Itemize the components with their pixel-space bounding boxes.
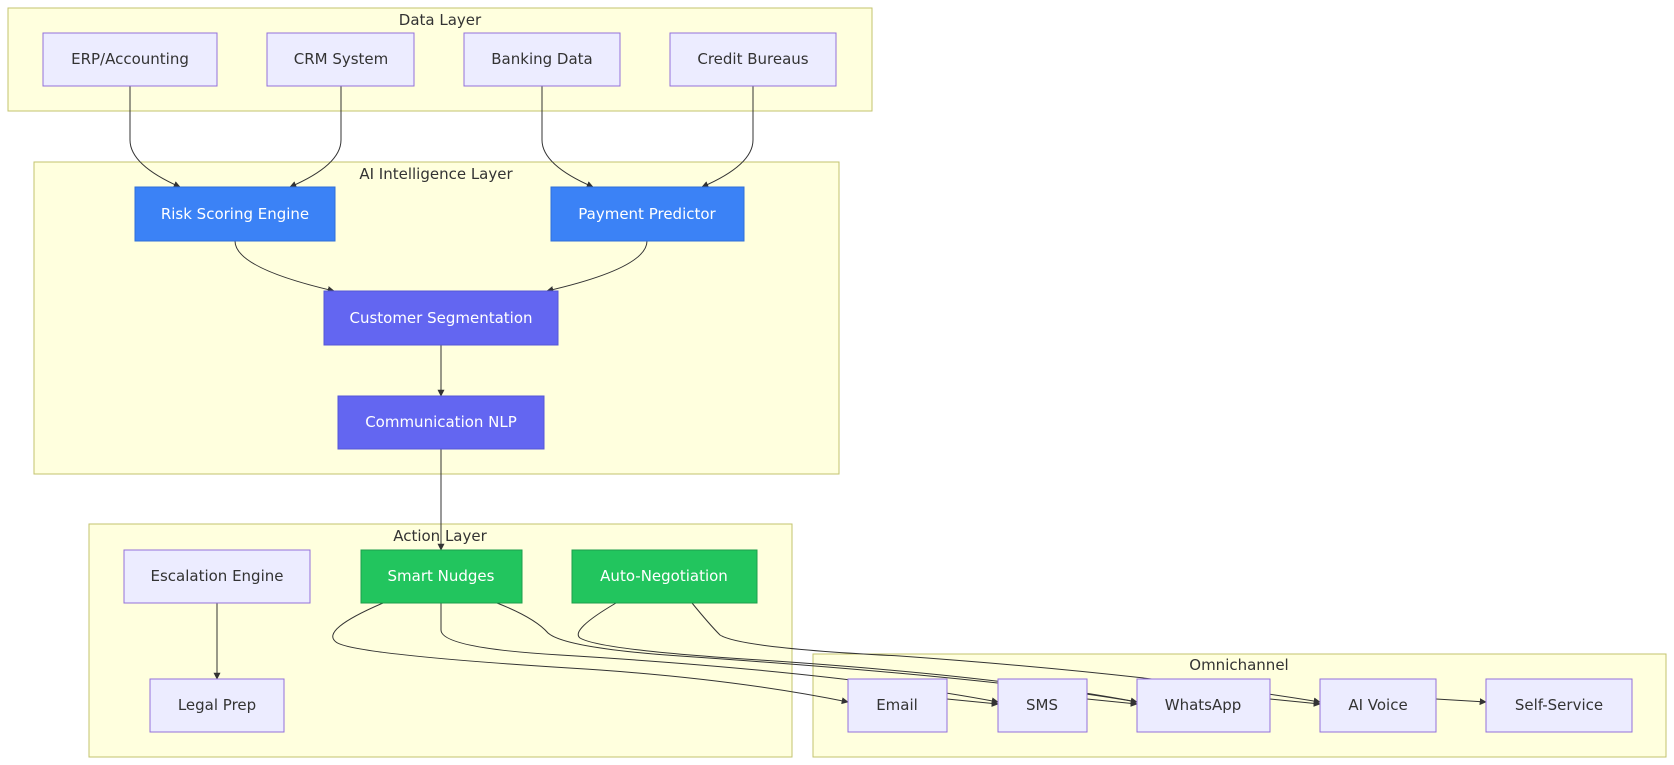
- node-escalation-engine[interactable]: Escalation Engine: [123, 549, 311, 604]
- node-customer-segmentation-label: Customer Segmentation: [349, 309, 532, 327]
- node-banking-data-label: Banking Data: [491, 50, 592, 68]
- node-legal-prep-label: Legal Prep: [178, 696, 256, 714]
- edge-banking-to-payment: [541, 86, 594, 188]
- node-customer-segmentation[interactable]: Customer Segmentation: [323, 290, 559, 346]
- node-communication-nlp[interactable]: Communication NLP: [337, 395, 545, 450]
- node-erp-accounting[interactable]: ERP/Accounting: [42, 32, 218, 87]
- node-self-service[interactable]: Self-Service: [1485, 678, 1633, 733]
- node-auto-negotiation[interactable]: Auto-Negotiation: [571, 549, 758, 604]
- node-communication-nlp-label: Communication NLP: [365, 413, 517, 431]
- edge-whatsapp-to-voice: [1269, 698, 1321, 707]
- edge-credit-to-payment: [701, 86, 754, 188]
- node-credit-bureaus[interactable]: Credit Bureaus: [669, 32, 837, 87]
- edge-nudges-to-email: [332, 602, 849, 705]
- node-email[interactable]: Email: [847, 678, 948, 733]
- cluster-omnichannel-label: Omnichannel: [1189, 656, 1288, 674]
- edge-erp-to-risk: [129, 86, 181, 188]
- node-email-label: Email: [876, 696, 918, 714]
- node-whatsapp-label: WhatsApp: [1165, 696, 1242, 714]
- node-payment-predictor[interactable]: Payment Predictor: [550, 186, 745, 242]
- node-escalation-engine-label: Escalation Engine: [150, 567, 283, 585]
- node-credit-bureaus-label: Credit Bureaus: [697, 50, 808, 68]
- cluster-action-layer-label: Action Layer: [393, 527, 487, 545]
- node-auto-negotiation-label: Auto-Negotiation: [600, 567, 728, 585]
- node-sms[interactable]: SMS: [997, 678, 1088, 733]
- node-legal-prep[interactable]: Legal Prep: [149, 678, 285, 733]
- node-smart-nudges[interactable]: Smart Nudges: [360, 549, 523, 604]
- node-crm-system[interactable]: CRM System: [266, 32, 415, 87]
- node-banking-data[interactable]: Banking Data: [463, 32, 621, 87]
- node-risk-scoring-engine[interactable]: Risk Scoring Engine: [134, 186, 336, 242]
- edge-crm-to-risk: [289, 86, 342, 188]
- cluster-ai-layer-label: AI Intelligence Layer: [359, 165, 513, 183]
- edge-email-to-sms: [946, 698, 999, 707]
- node-erp-accounting-label: ERP/Accounting: [71, 50, 189, 68]
- edge-sms-to-whatsapp: [1086, 698, 1138, 707]
- node-self-service-label: Self-Service: [1515, 696, 1603, 714]
- edge-payment-to-segmentation: [546, 240, 648, 293]
- node-risk-scoring-engine-label: Risk Scoring Engine: [161, 205, 309, 223]
- node-payment-predictor-label: Payment Predictor: [578, 205, 716, 223]
- node-whatsapp[interactable]: WhatsApp: [1136, 678, 1271, 733]
- node-ai-voice-label: AI Voice: [1348, 696, 1407, 714]
- node-smart-nudges-label: Smart Nudges: [388, 567, 495, 585]
- node-sms-label: SMS: [1026, 696, 1058, 714]
- cluster-data-layer-label: Data Layer: [399, 11, 482, 29]
- edge-risk-to-segmentation: [234, 240, 335, 293]
- node-crm-system-label: CRM System: [294, 50, 389, 68]
- edge-voice-to-selfservice: [1435, 698, 1487, 706]
- node-ai-voice[interactable]: AI Voice: [1319, 678, 1437, 733]
